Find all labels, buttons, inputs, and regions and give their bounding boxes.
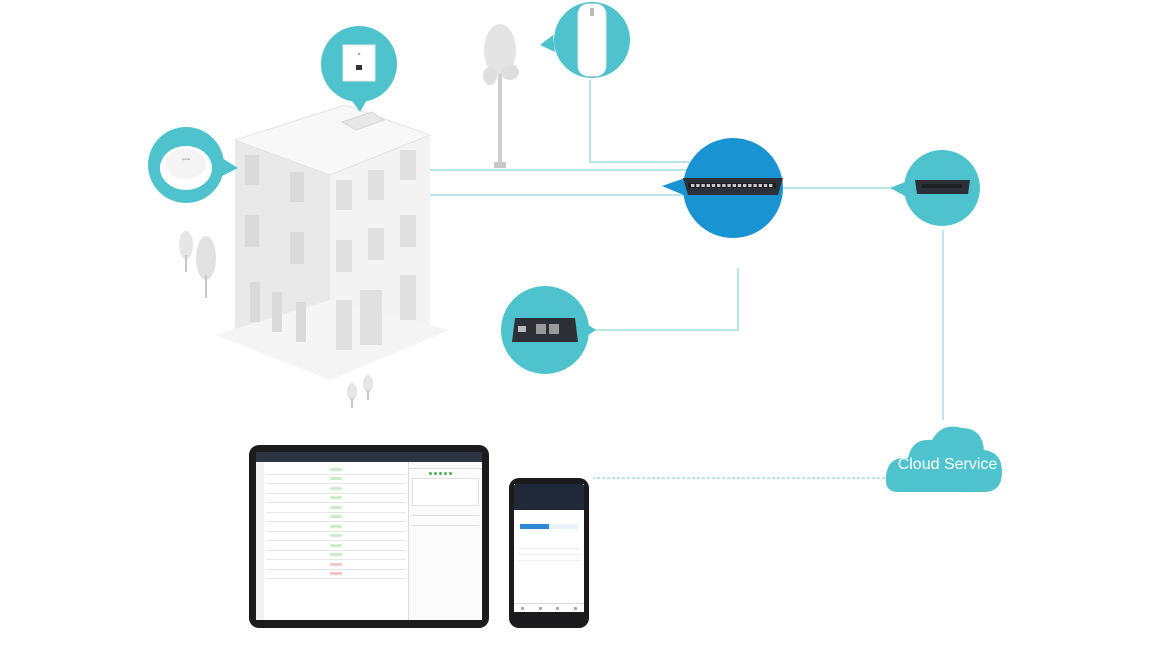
tablet-row-status	[330, 524, 342, 528]
tablet-row-status	[330, 477, 342, 481]
tablet-list-row	[266, 465, 406, 475]
tablet-list-row	[266, 475, 406, 484]
street-lamp-icon	[483, 24, 519, 168]
switch-port	[743, 184, 747, 187]
tablet-row-status	[330, 562, 342, 566]
tablet-row-status	[330, 572, 342, 576]
tablet-row-status	[330, 515, 342, 519]
tablet-row-status	[330, 486, 342, 490]
building	[215, 104, 450, 380]
phone-app-alerts	[518, 543, 580, 561]
tablet-row-status	[330, 543, 342, 547]
tablet-list-row	[266, 484, 406, 494]
tablet-list-row	[266, 551, 406, 560]
tablet-list-row	[266, 532, 406, 541]
router-icon	[890, 150, 980, 226]
switch-port	[753, 184, 757, 187]
tablet-controller-app-icon	[256, 452, 482, 620]
tablet-row-status	[330, 467, 342, 471]
tablet-list-row	[266, 570, 406, 579]
phone-app-nav	[514, 603, 584, 612]
wall-plate-access-point-icon	[321, 26, 397, 112]
tablet-list-row	[266, 560, 406, 570]
ceiling-access-point-icon: tp-link	[148, 127, 238, 203]
tablet-app-sidebar	[256, 462, 264, 620]
tablet-row-status	[330, 553, 342, 557]
switch-port	[701, 184, 705, 187]
switch-port	[732, 184, 736, 187]
phone-controller-app-icon	[514, 484, 584, 612]
phone-app-tabs	[520, 524, 578, 529]
switch-port	[763, 184, 768, 187]
switch-port	[737, 184, 742, 187]
poe-switch-icon	[662, 138, 783, 238]
phone-app-header	[514, 484, 584, 510]
switch-port	[706, 184, 710, 187]
tablet-row-status	[330, 496, 342, 500]
tablet-list-row	[266, 522, 406, 532]
tablet-row-status	[330, 534, 342, 538]
switch-port	[758, 184, 762, 187]
switch-port	[711, 184, 716, 187]
tablet-list-row	[266, 503, 406, 513]
switch-port	[769, 184, 773, 187]
svg-text:tp-link: tp-link	[182, 157, 191, 161]
tablet-list-row	[266, 513, 406, 522]
switch-port	[727, 184, 731, 187]
tablet-app-topbar	[256, 452, 482, 462]
cloud-icon	[885, 426, 1002, 492]
tablet-device-list	[266, 465, 406, 579]
line-switch-to-controller	[590, 268, 739, 331]
tablet-detail-panel	[408, 462, 482, 620]
controller-icon	[501, 286, 596, 374]
switch-port	[748, 184, 752, 187]
switch-port	[696, 184, 700, 187]
tablet-list-row	[266, 494, 406, 503]
trees	[179, 231, 373, 408]
tablet-row-status	[330, 505, 342, 509]
cloud-service-label: Cloud Service	[897, 456, 998, 473]
outdoor-access-point-icon	[540, 2, 630, 78]
tablet-list-row	[266, 541, 406, 551]
switch-port	[722, 184, 726, 187]
switch-port	[717, 184, 721, 187]
switch-port	[691, 184, 695, 187]
line-outdoor-ap-to-switch	[589, 80, 690, 163]
